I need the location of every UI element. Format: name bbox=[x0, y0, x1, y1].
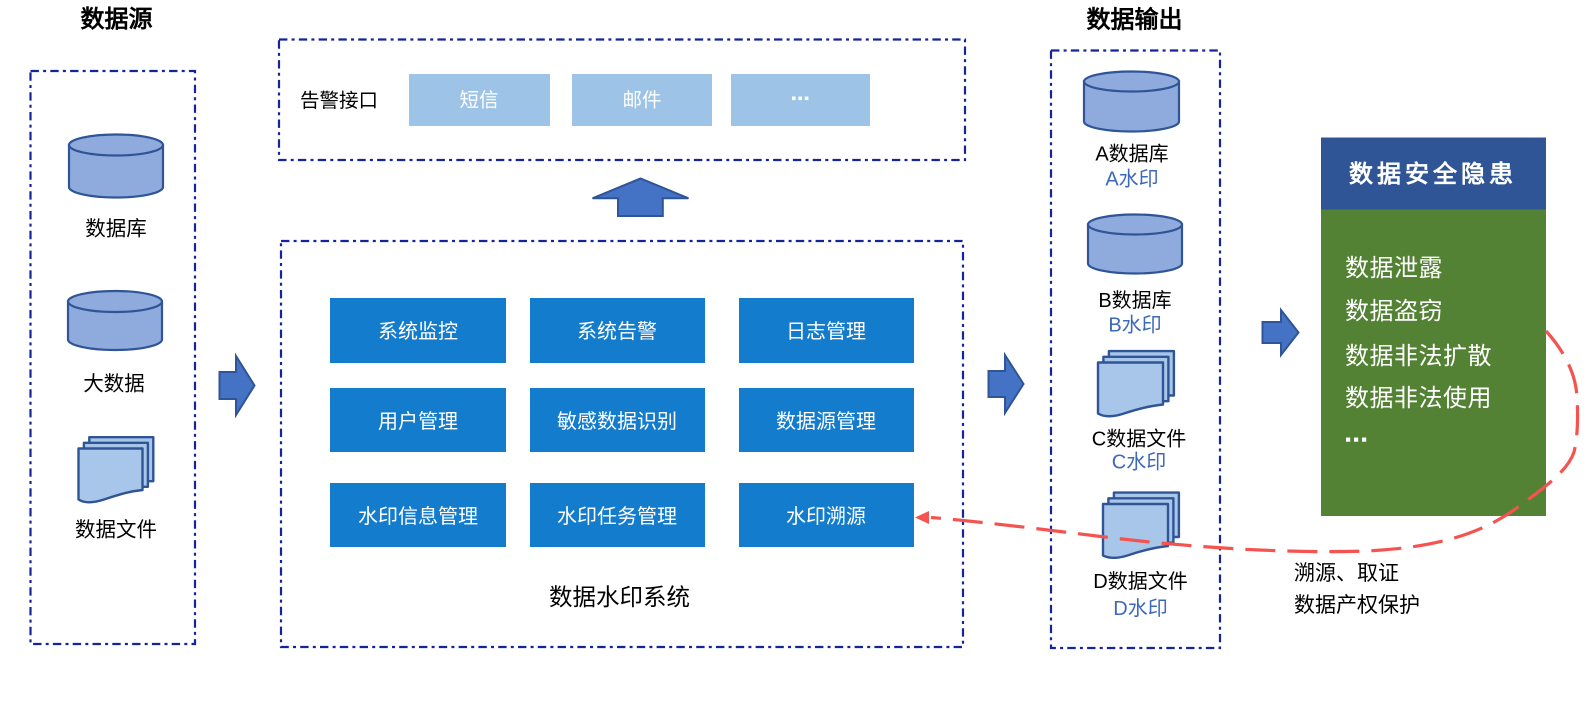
svg-text:C数据文件: C数据文件 bbox=[1092, 428, 1186, 451]
svg-text:A水印: A水印 bbox=[1105, 168, 1158, 191]
svg-text:溯源、取证: 溯源、取证 bbox=[1294, 562, 1399, 585]
svg-text:水印信息管理: 水印信息管理 bbox=[358, 505, 478, 528]
svg-text:数据输出: 数据输出 bbox=[1087, 6, 1183, 34]
svg-text:数据盗窃: 数据盗窃 bbox=[1345, 298, 1443, 325]
svg-text:系统监控: 系统监控 bbox=[378, 320, 458, 343]
svg-text:系统告警: 系统告警 bbox=[577, 320, 657, 343]
svg-text:邮件: 邮件 bbox=[622, 90, 661, 112]
svg-text:数据源管理: 数据源管理 bbox=[776, 410, 876, 433]
svg-text:数据安全隐患: 数据安全隐患 bbox=[1349, 160, 1517, 188]
svg-text:数据源: 数据源 bbox=[81, 6, 153, 33]
svg-text:用户管理: 用户管理 bbox=[378, 410, 458, 433]
svg-text:数据非法使用: 数据非法使用 bbox=[1345, 385, 1492, 412]
svg-text:B数据库: B数据库 bbox=[1098, 289, 1171, 312]
svg-text:D数据文件: D数据文件 bbox=[1093, 570, 1187, 593]
svg-text:水印溯源: 水印溯源 bbox=[786, 505, 866, 528]
svg-text:日志管理: 日志管理 bbox=[786, 320, 866, 343]
svg-text:数据文件: 数据文件 bbox=[75, 519, 157, 542]
svg-text:数据水印系统: 数据水印系统 bbox=[549, 584, 690, 610]
svg-text:A数据库: A数据库 bbox=[1095, 143, 1168, 166]
svg-text:水印任务管理: 水印任务管理 bbox=[557, 505, 677, 528]
svg-text:敏感数据识别: 敏感数据识别 bbox=[557, 410, 677, 433]
svg-text:短信: 短信 bbox=[459, 90, 498, 112]
svg-text:D水印: D水印 bbox=[1113, 597, 1167, 620]
svg-text:B水印: B水印 bbox=[1108, 314, 1161, 337]
svg-text:数据非法扩散: 数据非法扩散 bbox=[1345, 343, 1492, 370]
svg-text:数据产权保护: 数据产权保护 bbox=[1294, 594, 1420, 617]
svg-text:告警接口: 告警接口 bbox=[300, 90, 378, 112]
svg-text:C水印: C水印 bbox=[1112, 451, 1166, 474]
svg-text:数据泄露: 数据泄露 bbox=[1345, 255, 1443, 282]
svg-text:数据库: 数据库 bbox=[85, 218, 147, 241]
svg-text:大数据: 大数据 bbox=[83, 373, 145, 396]
